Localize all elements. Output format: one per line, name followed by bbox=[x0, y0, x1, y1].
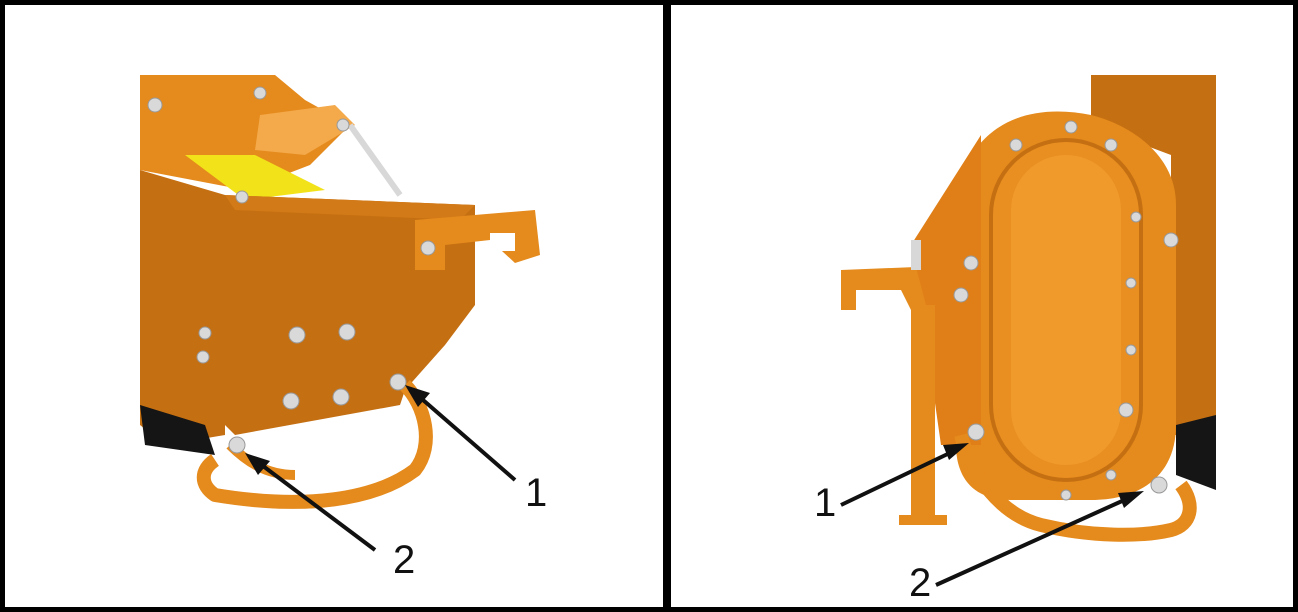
hitch-pin bbox=[911, 240, 921, 270]
hitch-bracket bbox=[841, 267, 926, 310]
callout-label-1: 1 bbox=[525, 471, 548, 515]
hitch-hole bbox=[490, 233, 515, 251]
skid-runner bbox=[196, 380, 433, 509]
callout-arrows bbox=[840, 443, 1144, 587]
figure-right: 1 2 bbox=[671, 5, 1293, 607]
side-plate bbox=[225, 195, 475, 435]
side-plate-edge bbox=[225, 195, 475, 220]
panel-divider bbox=[663, 0, 671, 612]
machine-illustration-right bbox=[840, 75, 1216, 587]
hitch-bracket bbox=[415, 210, 540, 270]
top-bracket bbox=[255, 105, 355, 155]
link-rod bbox=[347, 123, 403, 197]
frame-back bbox=[1091, 75, 1216, 435]
blade-shadow bbox=[140, 405, 215, 455]
warning-decal bbox=[185, 155, 325, 200]
rear-shadow bbox=[1176, 415, 1216, 490]
callout-label-2: 2 bbox=[909, 561, 932, 605]
bolts bbox=[953, 120, 1179, 501]
support-leg bbox=[911, 305, 935, 515]
side-plate bbox=[911, 135, 981, 445]
side-housing bbox=[140, 170, 225, 445]
callout-label-1: 1 bbox=[814, 481, 837, 525]
figure-left: 1 2 bbox=[5, 5, 663, 607]
callout-label-2: 2 bbox=[393, 538, 416, 582]
callout-arrows bbox=[245, 385, 517, 552]
oval-cover-inner bbox=[1011, 155, 1121, 465]
leg-foot bbox=[899, 515, 947, 525]
machine-illustration-left bbox=[140, 75, 540, 552]
top-plate bbox=[140, 75, 350, 190]
skid-runner bbox=[954, 433, 1197, 542]
bolts bbox=[147, 86, 436, 454]
